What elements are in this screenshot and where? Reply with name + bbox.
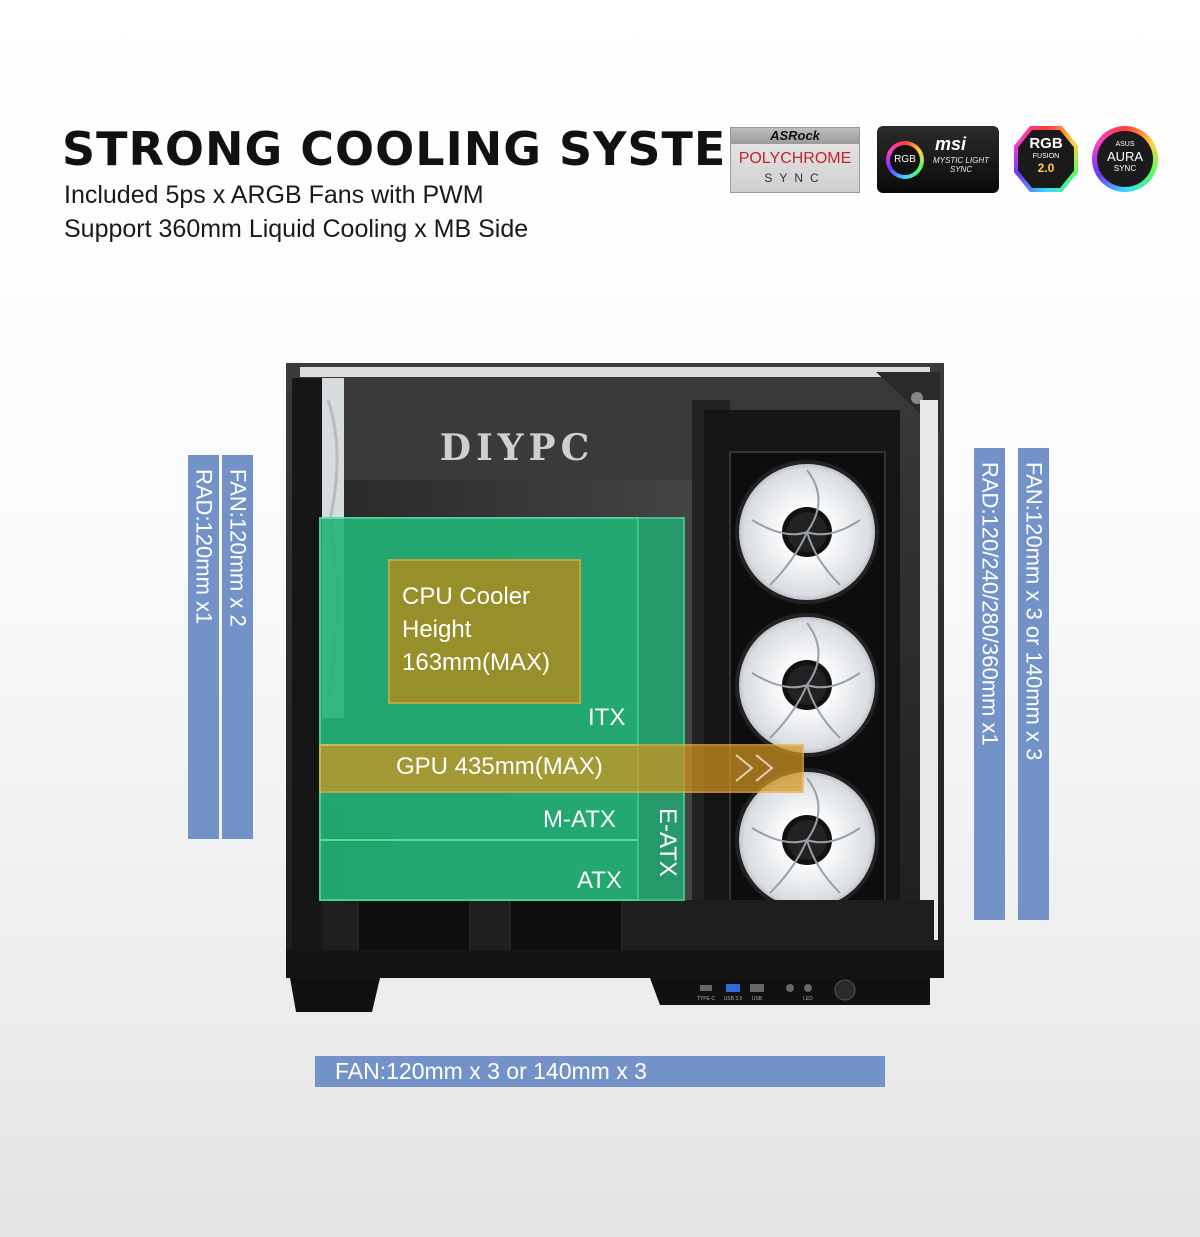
left-rad-bar: RAD:120mm x1 (188, 455, 219, 839)
rgb-fusion-logo: RGB FUSION 2.0 (1014, 126, 1078, 192)
msi-brand: msi (935, 134, 967, 154)
asrock-brand: ASRock (731, 128, 859, 144)
subtitle-liquid-cooling: Support 360mm Liquid Cooling x MB Side (64, 215, 529, 243)
cpu-cooler-line-1: CPU Cooler (402, 583, 531, 610)
sync-text: SYNC (764, 171, 826, 185)
matx-label: M-ATX (543, 806, 616, 833)
atx-label: ATX (577, 867, 622, 894)
cpu-cooler-label: CPU Cooler Height 163mm(MAX) (402, 580, 550, 679)
fusion-rgb-text: RGB (1029, 135, 1063, 152)
rgb-badge: RGB (890, 145, 920, 175)
left-fan-text: FAN:120mm x 2 (225, 469, 251, 627)
subtitle-fans: Included 5ps x ARGB Fans with PWM (64, 181, 484, 209)
eatx-label: E-ATX (654, 808, 681, 877)
asus-brand: ASUS (1115, 141, 1135, 148)
bottom-fan-bar: FAN:120mm x 3 or 140mm x 3 (315, 1056, 885, 1087)
cpu-cooler-area (388, 559, 581, 704)
port-type-c: TYPE-C (697, 996, 716, 1002)
right-rad-bar: RAD:120/240/280/360mm x1 (974, 448, 1005, 920)
port-usb3: USB 3.0 (724, 996, 743, 1002)
left-fan-bar: FAN:120mm x 2 (222, 455, 253, 839)
mystic-light-text: MYSTIC LIGHT SYNC (932, 156, 989, 174)
gpu-length-area (319, 744, 804, 793)
right-fan-text: FAN:120mm x 3 or 140mm x 3 (1021, 462, 1047, 761)
msi-mystic-light-logo: RGB msi MYSTIC LIGHT SYNC (877, 126, 999, 193)
fusion-text: FUSION (1032, 153, 1060, 160)
left-rad-text: RAD:120mm x1 (191, 469, 217, 625)
gpu-label: GPU 435mm(MAX) (396, 753, 603, 780)
itx-label: ITX (588, 704, 626, 731)
polychrome-text: POLYCHROME (738, 150, 852, 167)
right-rad-text: RAD:120/240/280/360mm x1 (977, 462, 1003, 746)
right-fan-bar: FAN:120mm x 3 or 140mm x 3 (1018, 448, 1049, 920)
fusion-version: 2.0 (1037, 161, 1055, 175)
cpu-cooler-line-2: Height (402, 616, 472, 643)
aura-sync-text: SYNC (1113, 164, 1137, 173)
port-led: LED (803, 996, 813, 1002)
aura-text: AURA (1106, 149, 1144, 164)
cpu-cooler-line-3: 163mm(MAX) (402, 649, 551, 676)
case-brand-text: DIYPC (440, 427, 594, 469)
page-title: STRONG COOLING SYSTEM (62, 122, 774, 176)
arrow-right-icon (735, 754, 774, 782)
rgb-ring-icon: RGB (886, 141, 924, 179)
asrock-polychrome-logo: ASRock POLYCHROME SYNC (730, 127, 860, 193)
asus-aura-sync-logo: ASUS AURA SYNC (1092, 126, 1158, 192)
port-usb: USB (752, 996, 763, 1002)
